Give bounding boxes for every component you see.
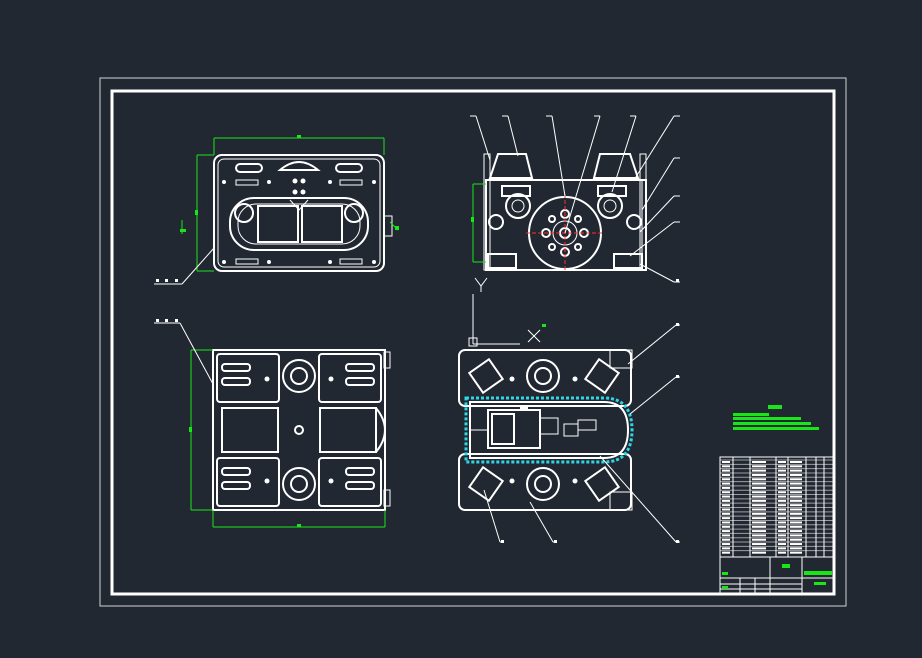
bom-cell-text (722, 465, 730, 468)
bom-cell-text (722, 461, 730, 463)
bom-cell-text (778, 512, 786, 515)
bom-cell-text (778, 547, 786, 550)
bom-cell-text (778, 473, 786, 476)
bom-cell-text (722, 491, 730, 494)
bom-cell-text (722, 512, 730, 515)
bom-cell-text (790, 530, 802, 533)
bom-cell-text (790, 547, 802, 550)
bom-cell-text (790, 469, 802, 472)
bom-cell-text (752, 491, 766, 494)
bom-cell-text (752, 517, 766, 520)
bom-cell-text (790, 499, 802, 502)
bom-cell-text (778, 465, 786, 468)
bom-cell-text (752, 512, 766, 515)
bom-cell-text (752, 534, 766, 537)
bom-cell-text (722, 538, 730, 541)
bom-cell-text (722, 543, 730, 546)
sheet-drawing-frame (110, 89, 836, 596)
bom-cell-text (790, 508, 802, 511)
bom-cell-text (752, 469, 766, 472)
title-block (719, 456, 834, 595)
side-view (468, 115, 680, 347)
bom-cell-text (752, 461, 766, 463)
bom-cell-text (752, 547, 766, 550)
section-view (458, 323, 680, 543)
bom-cell-text (790, 551, 802, 554)
technical-notes (733, 405, 819, 430)
bom-cell-text (752, 486, 766, 489)
bom-cell-text (790, 495, 802, 498)
bom-cell-text (722, 525, 730, 528)
bom-cell-text (752, 482, 766, 485)
bom-cell-text (778, 508, 786, 511)
front-view (154, 135, 399, 285)
bom-cell-text (790, 491, 802, 494)
top-view (154, 319, 391, 528)
bom-cell-text (790, 478, 802, 481)
bom-cell-text (752, 504, 766, 507)
bom-cell-text (752, 551, 766, 554)
bom-cell-text (778, 517, 786, 520)
bom-cell-text (752, 473, 766, 476)
bom-cell-text (778, 504, 786, 507)
bom-cell-text (722, 499, 730, 502)
bom-cell-text (722, 517, 730, 520)
bom-cell-text (752, 521, 766, 524)
bom-cell-text (778, 551, 786, 554)
bom-cell-text (790, 534, 802, 537)
bom-cell-text (752, 478, 766, 481)
bom-cell-text (790, 504, 802, 507)
bom-cell-text (778, 538, 786, 541)
bom-cell-text (778, 486, 786, 489)
bom-cell-text (722, 504, 730, 507)
bom-cell-text (778, 482, 786, 485)
bom-cell-text (778, 478, 786, 481)
sheet-outer-border (99, 77, 847, 607)
bom-cell-text (790, 517, 802, 520)
bom-cell-text (790, 473, 802, 476)
bom-cell-text (790, 543, 802, 546)
bom-cell-text (778, 543, 786, 546)
bom-cell-text (752, 499, 766, 502)
bom-cell-text (790, 482, 802, 485)
bom-cell-text (752, 538, 766, 541)
bom-cell-text (778, 534, 786, 537)
bom-cell-text (790, 465, 802, 468)
bom-cell-text (778, 530, 786, 533)
bom-cell-text (790, 525, 802, 528)
bom-cell-text (722, 547, 730, 550)
bom-cell-text (752, 508, 766, 511)
bom-cell-text (722, 530, 730, 533)
bom-cell-text (778, 521, 786, 524)
bom-cell-text (722, 534, 730, 537)
bom-cell-text (722, 478, 730, 481)
bom-cell-text (790, 521, 802, 524)
bom-cell-text (722, 551, 730, 554)
bom-cell-text (778, 495, 786, 498)
bom-cell-text (722, 495, 730, 498)
bom-cell-text (778, 525, 786, 528)
bom-cell-text (722, 482, 730, 485)
bom-cell-text (778, 491, 786, 494)
bom-cell-text (722, 473, 730, 476)
bom-cell-text (790, 461, 802, 463)
bom-cell-text (778, 469, 786, 472)
bom-cell-text (752, 530, 766, 533)
bom-cell-text (722, 469, 730, 472)
bom-cell-text (790, 538, 802, 541)
bom-cell-text (752, 465, 766, 468)
bom-cell-text (752, 495, 766, 498)
bom-cell-text (778, 461, 786, 463)
bom-cell-text (722, 508, 730, 511)
bom-cell-text (722, 521, 730, 524)
bom-cell-text (790, 512, 802, 515)
bom-cell-text (722, 486, 730, 489)
bom-cell-text (778, 499, 786, 502)
bom-cell-text (752, 525, 766, 528)
bom-cell-text (752, 543, 766, 546)
bom-cell-text (790, 486, 802, 489)
